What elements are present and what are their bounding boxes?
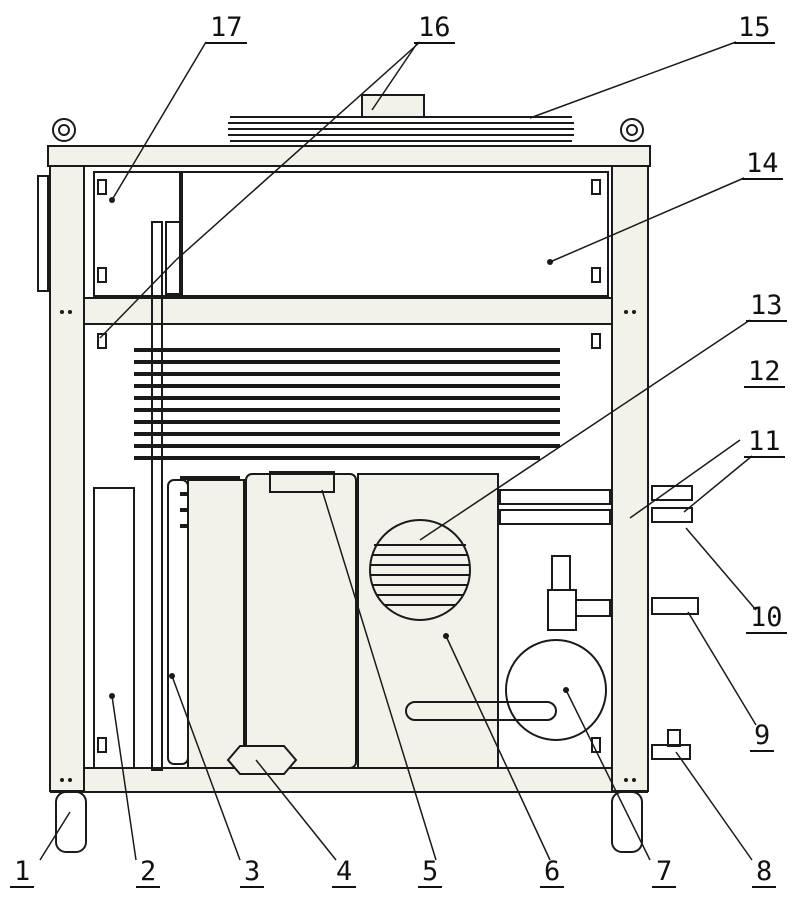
- main-frame: [37, 145, 651, 793]
- callout-8: 8: [752, 858, 777, 888]
- callout-5: 5: [418, 858, 443, 888]
- callout-10: 10: [746, 604, 787, 634]
- callout-7: 7: [652, 858, 677, 888]
- compressor-box: [357, 473, 499, 769]
- leader-lines: [39, 41, 757, 861]
- callout-12: 12: [744, 358, 785, 388]
- callout-14: 14: [742, 150, 783, 180]
- water-inlet-9: [651, 597, 699, 615]
- callout-17: 17: [206, 14, 247, 44]
- callout-4: 4: [332, 858, 357, 888]
- callout-9: 9: [750, 722, 775, 752]
- callout-6: 6: [540, 858, 565, 888]
- left-side-panel: [93, 487, 135, 769]
- caster-left: [55, 791, 87, 853]
- callout-3: 3: [240, 858, 265, 888]
- lifting-eye-left: [52, 118, 76, 142]
- evaporator: [245, 473, 357, 769]
- vertical-pipe: [151, 221, 163, 771]
- top-fan: [228, 94, 574, 147]
- inlet-pipe: [651, 507, 693, 523]
- drain-valve: [226, 745, 298, 775]
- top-panel: [179, 171, 609, 297]
- outlet-pipe: [651, 485, 693, 501]
- callout-11: 11: [744, 428, 785, 458]
- pump-valve: [547, 589, 577, 631]
- electrical-box: [93, 171, 183, 297]
- drain-outlet: [651, 744, 691, 760]
- callout-13: 13: [746, 292, 787, 322]
- callout-1: 1: [10, 858, 35, 888]
- tank-pipe: [167, 479, 189, 765]
- callout-16: 16: [414, 14, 455, 44]
- water-pump: [505, 639, 607, 741]
- lifting-eye-right: [620, 118, 644, 142]
- callout-15: 15: [734, 14, 775, 44]
- compressor-fan: [369, 519, 471, 621]
- callout-dots: [60, 197, 636, 782]
- caster-right: [611, 791, 643, 853]
- callout-2: 2: [136, 858, 161, 888]
- pump-pipe: [405, 701, 557, 721]
- water-tank: [187, 479, 245, 769]
